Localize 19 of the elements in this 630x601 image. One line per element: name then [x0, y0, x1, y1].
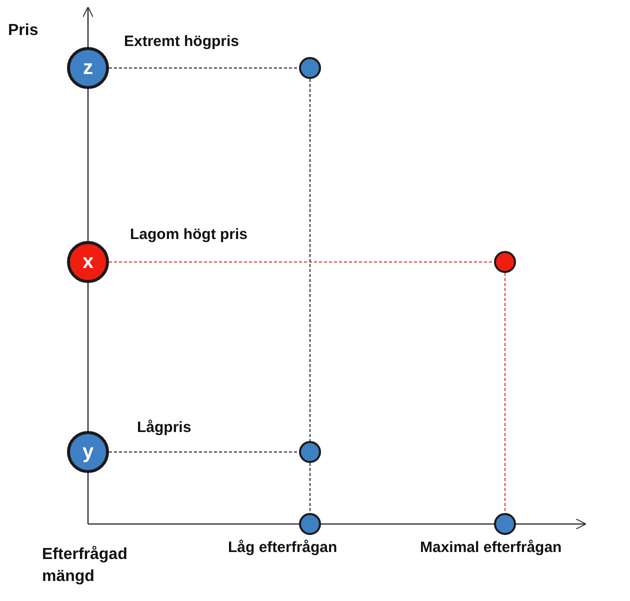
point-dot — [494, 513, 516, 535]
point-label: Lagom högt pris — [130, 225, 248, 245]
point-label: Extremt högpris — [124, 32, 240, 52]
point-dot — [299, 57, 321, 79]
axis-title: Pris — [8, 21, 38, 41]
point-dot — [299, 441, 321, 463]
point-circle — [67, 47, 109, 89]
point-letter: y — [82, 440, 94, 464]
point-letter: x — [82, 250, 94, 274]
point-label: Maximal efterfrågan — [420, 538, 562, 558]
point-circle — [67, 431, 109, 473]
point-dot — [299, 513, 321, 535]
point-letter: z — [83, 56, 93, 80]
point-label: Lågpris — [137, 418, 192, 438]
point-dot — [494, 251, 516, 273]
point-label: Låg efterfrågan — [228, 538, 338, 558]
axis-title: Efterfrågad mängd — [42, 544, 128, 587]
point-circle — [67, 241, 109, 283]
dashed-line — [504, 272, 506, 514]
